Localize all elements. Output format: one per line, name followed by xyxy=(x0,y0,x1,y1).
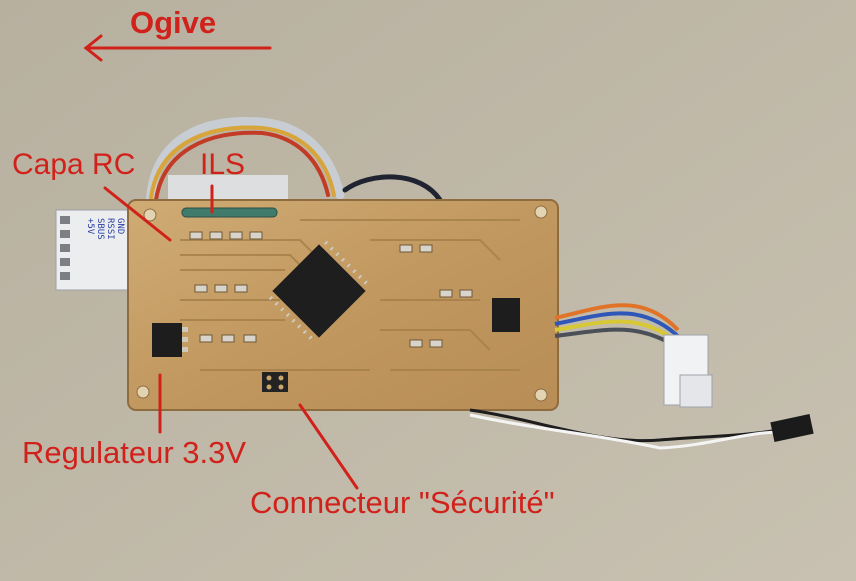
capa-rc-label: Capa RC xyxy=(12,148,136,181)
connector-pointer xyxy=(298,403,359,490)
ils-label: ILS xyxy=(200,148,246,181)
microcontroller-chip xyxy=(268,240,368,340)
security-connector xyxy=(262,372,288,392)
pin-label-line: RSSI xyxy=(105,218,115,240)
reed-switch xyxy=(181,207,278,218)
right-ic xyxy=(492,298,520,332)
security-connector-label: Connecteur "Sécurité" xyxy=(250,485,555,520)
pin-label-line: SBUS xyxy=(95,218,105,240)
pcb-board xyxy=(127,199,559,411)
connector-right xyxy=(663,334,713,408)
regulator-label: Regulateur 3.3V xyxy=(22,435,247,470)
twisted-cable xyxy=(469,408,814,450)
pin-label-line: +5V xyxy=(85,218,95,235)
capa-rc-pointer xyxy=(103,186,172,242)
ogive-arrowhead xyxy=(83,34,103,62)
pin-label-line: GND xyxy=(115,218,125,234)
ogive-label: Ogive xyxy=(130,5,217,40)
pin-label-text: +5VSBUSRSSIGND xyxy=(85,218,125,240)
wire-loop xyxy=(145,117,443,215)
regulator-chip xyxy=(152,323,188,357)
annotation-arrows xyxy=(83,34,359,490)
